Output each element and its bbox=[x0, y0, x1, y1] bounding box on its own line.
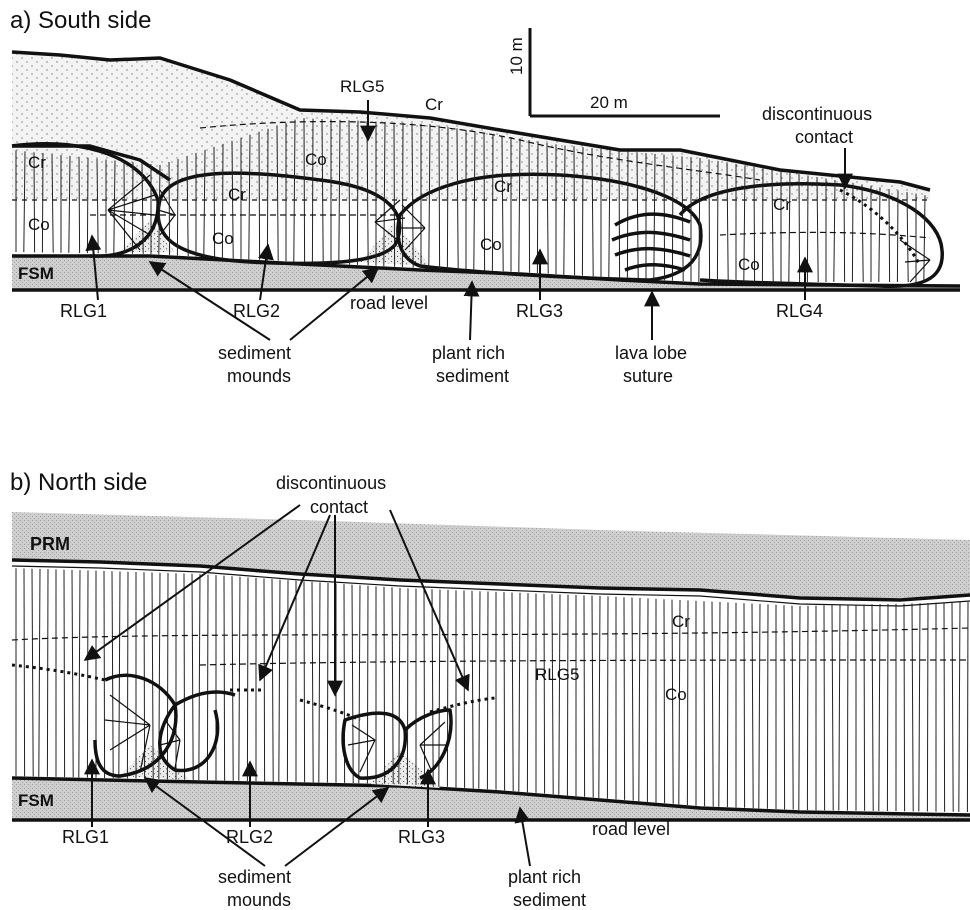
panel-b-sediment-mound-2 bbox=[370, 750, 440, 788]
panel-b-lobe-rlg2 bbox=[160, 705, 218, 771]
panel-a-cr-lobe4-label: Cr bbox=[773, 195, 791, 214]
panel-b-prm-label: PRM bbox=[30, 534, 70, 554]
panel-b-rlg5-label: RLG5 bbox=[535, 665, 579, 684]
panel-a-rlg1-label: RLG1 bbox=[60, 301, 107, 321]
panel-b-sediment-label-2: mounds bbox=[227, 890, 291, 910]
panel-b-cr-label: Cr bbox=[672, 612, 690, 631]
panel-a-sediment-label-1: sediment bbox=[218, 343, 291, 363]
panel-b-north-side: b) North side d bbox=[10, 469, 970, 910]
panel-b-prm-band bbox=[12, 512, 970, 600]
panel-a-plant-label-2: sediment bbox=[436, 366, 509, 386]
panel-a-title: a) South side bbox=[10, 7, 151, 34]
panel-a-rlg3-label: RLG3 bbox=[516, 301, 563, 321]
panel-a-cr-left-label: Cr bbox=[28, 153, 46, 172]
panel-a-suture-label-1: lava lobe bbox=[615, 343, 687, 363]
panel-a-plant-label-1: plant rich bbox=[432, 343, 505, 363]
panel-a-road-level-label: road level bbox=[350, 293, 428, 313]
scale-vertical-label: 10 m bbox=[507, 37, 526, 75]
panel-a-co-lobe2-label: Co bbox=[212, 229, 234, 248]
panel-b-title: b) North side bbox=[10, 469, 147, 496]
panel-b-fsm-label: FSM bbox=[18, 791, 54, 810]
panel-b-co-label: Co bbox=[665, 685, 687, 704]
panel-a-cr-lobe2-label: Cr bbox=[228, 185, 246, 204]
panel-a-rlg5-label: RLG5 bbox=[340, 77, 384, 96]
panel-a-rlg2-label: RLG2 bbox=[233, 301, 280, 321]
panel-a-scale-bar: 10 m 20 m bbox=[507, 28, 720, 116]
panel-b-sediment-label-1: sediment bbox=[218, 867, 291, 887]
panel-a-suture-label-2: suture bbox=[623, 366, 673, 386]
scale-horizontal-label: 20 m bbox=[590, 93, 628, 112]
panel-b-rlg1-label: RLG1 bbox=[62, 827, 109, 847]
panel-a-co-left-label: Co bbox=[28, 215, 50, 234]
panel-a-discontinuous-label-2: contact bbox=[795, 127, 853, 147]
panel-b-rlg3-label: RLG3 bbox=[398, 827, 445, 847]
panel-b-discontinuous-label-1: discontinuous bbox=[276, 473, 386, 493]
panel-b-plant-label-2: sediment bbox=[513, 890, 586, 910]
panel-a-lava-lobe-suture bbox=[612, 214, 690, 270]
panel-a-cr-lobe3-label: Cr bbox=[494, 177, 512, 196]
panel-a-sediment-label-2: mounds bbox=[227, 366, 291, 386]
panel-a-fsm-label: FSM bbox=[18, 264, 54, 283]
panel-b-discontinuous-contact-line bbox=[12, 665, 105, 680]
panel-a-cr-top-label: Cr bbox=[425, 95, 443, 114]
panel-a-discontinuous-label-1: discontinuous bbox=[762, 104, 872, 124]
panel-b-discontinuous-label-2: contact bbox=[310, 497, 368, 517]
panel-a-co-lobe4-label: Co bbox=[738, 255, 760, 274]
panel-a-co-top-label: Co bbox=[305, 150, 327, 169]
panel-b-rlg2-label: RLG2 bbox=[226, 827, 273, 847]
panel-a-co-lobe3-label: Co bbox=[480, 235, 502, 254]
panel-b-road-level-label: road level bbox=[592, 819, 670, 839]
panel-a-south-side: a) South side bbox=[10, 7, 960, 386]
panel-a-rlg4-label: RLG4 bbox=[776, 301, 823, 321]
panel-b-plant-label-1: plant rich bbox=[508, 867, 581, 887]
